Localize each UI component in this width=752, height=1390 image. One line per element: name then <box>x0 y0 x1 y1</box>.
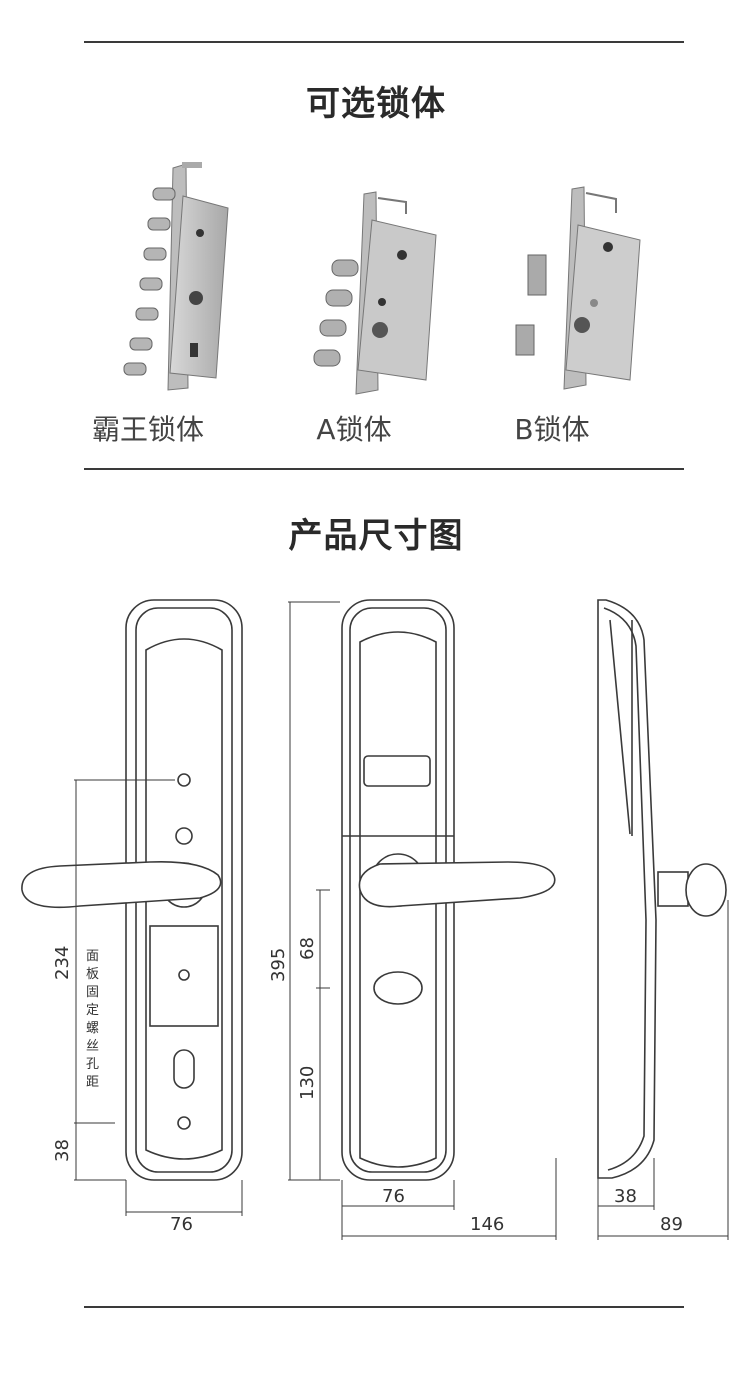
dim-side-total: 89 <box>660 1214 683 1235</box>
top-divider <box>84 41 684 43</box>
hole-note-char: 定 <box>86 1003 99 1018</box>
hole-note-char: 板 <box>86 967 99 982</box>
bottom-divider <box>84 1306 684 1308</box>
section-title-dimensions: 产品尺寸图 <box>288 516 464 556</box>
back-view-handle <box>358 861 556 908</box>
dim-key-to-bottom: 130 <box>297 1066 318 1100</box>
side-view-knob <box>657 863 727 917</box>
dim-hole-bottom: 38 <box>52 1139 73 1162</box>
hole-note-char: 固 <box>86 985 99 1000</box>
hole-note-char: 距 <box>86 1075 99 1090</box>
dim-side-depth: 38 <box>614 1186 637 1207</box>
hole-note-char: 面 <box>86 949 99 964</box>
hole-note-vertical: 面 板 固 定 螺 丝 孔 距 <box>86 949 99 1090</box>
lock-label-bawang: 霸王锁体 <box>91 413 204 446</box>
lock-body-bawang-image <box>123 162 229 391</box>
lock-body-b-image <box>515 186 641 390</box>
dim-back-width: 76 <box>382 1186 405 1207</box>
middle-divider <box>84 468 684 470</box>
dimension-drawing: 76 234 38 395 68 130 76 146 38 89 面 板 固 … <box>21 599 729 1240</box>
front-view-handle <box>21 860 222 909</box>
side-view-panel <box>597 599 657 1179</box>
hole-note-char: 孔 <box>86 1057 99 1072</box>
lock-label-a: A锁体 <box>316 413 392 446</box>
lock-body-a-image <box>313 191 437 395</box>
dim-overall-height: 395 <box>268 948 289 982</box>
dim-front-width: 76 <box>170 1214 193 1235</box>
dim-hole-spacing: 234 <box>52 946 73 980</box>
dim-handle-reach: 146 <box>470 1214 504 1235</box>
hole-note-char: 丝 <box>86 1039 99 1054</box>
lock-label-b: B锁体 <box>514 413 590 446</box>
section-title-lock-bodies: 可选锁体 <box>306 84 446 124</box>
dim-handle-to-key: 68 <box>297 937 318 960</box>
hole-note-char: 螺 <box>86 1021 99 1036</box>
